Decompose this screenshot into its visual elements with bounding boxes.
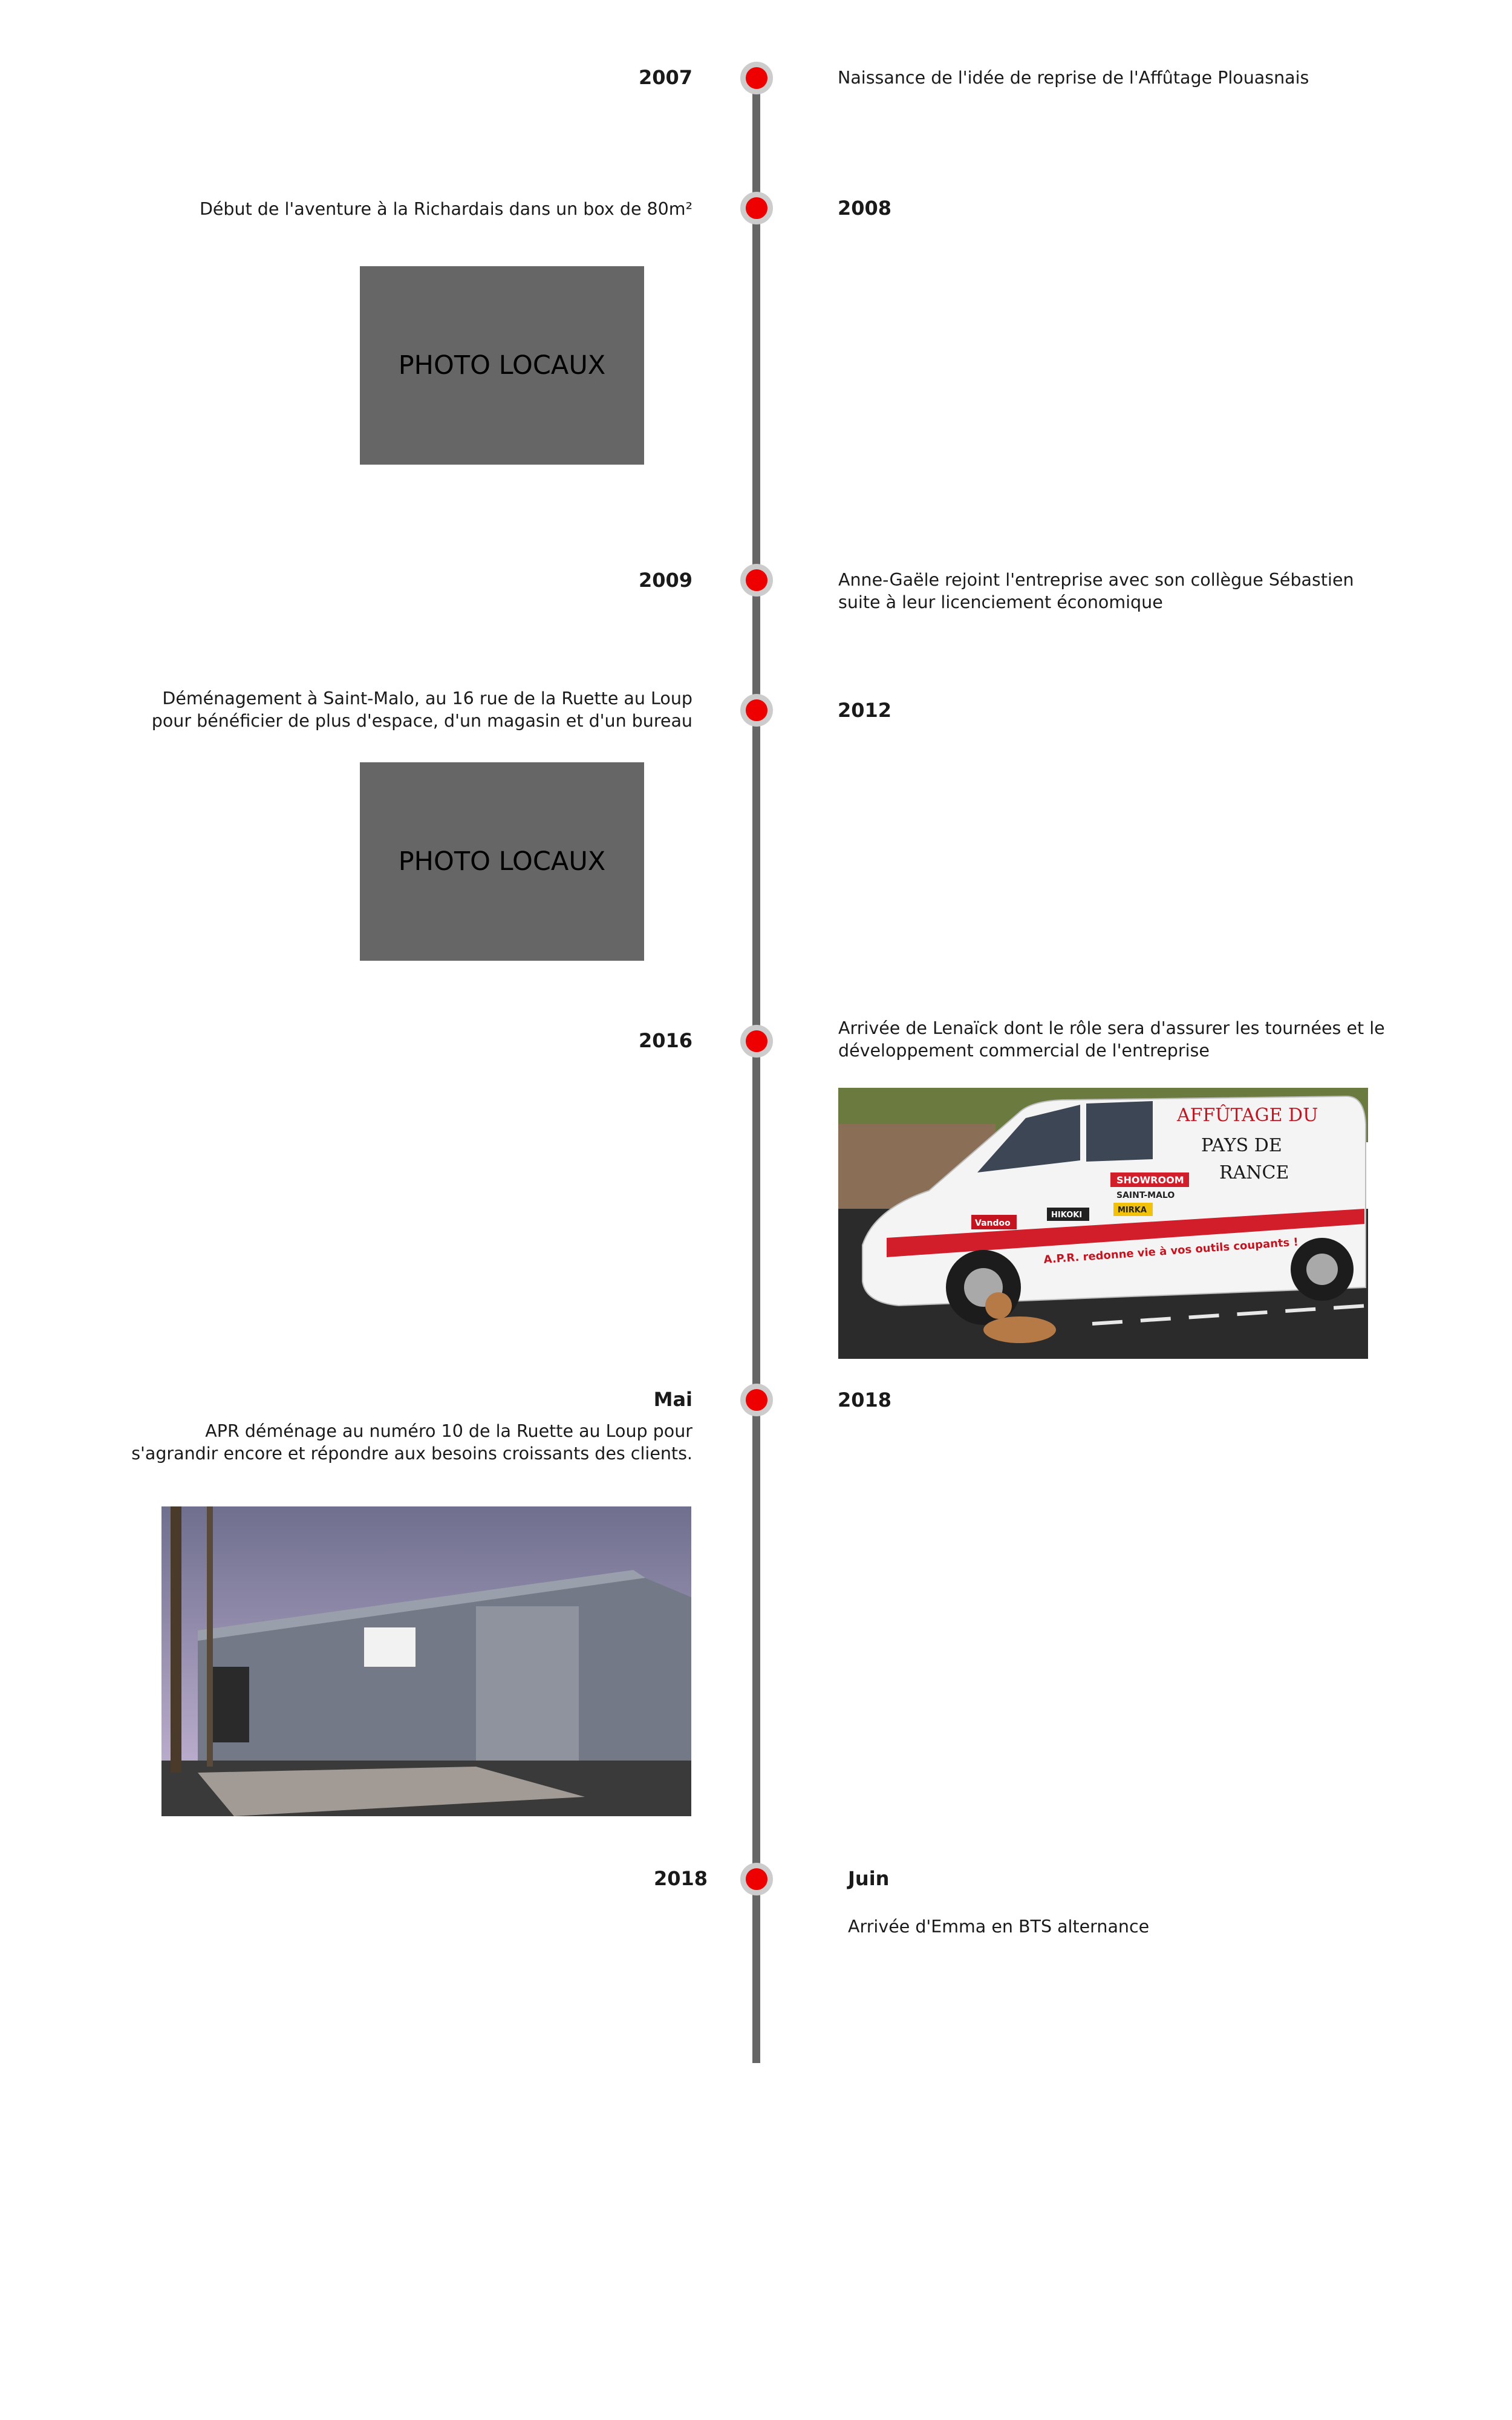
description-line: Arrivée de Lenaïck dont le rôle sera d'a… — [838, 1018, 1385, 1038]
van-photo: SHOWROOM SAINT-MALO AFFÛTAGE DU PAYS DE … — [838, 1088, 1368, 1359]
building-photo — [161, 1506, 691, 1816]
description-line: s'agrandir encore et répondre aux besoin… — [131, 1444, 692, 1463]
van-city-text: SAINT-MALO — [1116, 1191, 1175, 1200]
entry-description: Début de l'aventure à la Richardais dans… — [199, 199, 692, 219]
timeline-dot — [740, 564, 773, 597]
year-label: 2016 — [638, 1029, 692, 1052]
year-label: 2012 — [838, 699, 892, 722]
year-label: 2009 — [638, 569, 692, 592]
entry-description: Anne-Gaële rejoint l'entreprise avec son… — [838, 569, 1354, 613]
year-label: 2007 — [638, 66, 692, 89]
month-label: Juin — [848, 1867, 890, 1890]
year-label: 2018 — [838, 1388, 892, 1411]
description-line: développement commercial de l'entreprise — [838, 1041, 1210, 1061]
van-brand-line-1: AFFÛTAGE DU — [1176, 1104, 1318, 1126]
van-logo-mirka: MIRKA — [1118, 1206, 1147, 1215]
month-label: Mai — [653, 1388, 692, 1411]
van-logo-hikoki: HIKOKI — [1051, 1211, 1082, 1220]
timeline-dot — [740, 1384, 773, 1416]
van-logo-vandoo: Vandoo — [975, 1218, 1011, 1228]
entry-description: Arrivée de Lenaïck dont le rôle sera d'a… — [838, 1017, 1385, 1062]
entry-description: Arrivée d'Emma en BTS alternance — [848, 1917, 1150, 1937]
year-label: 2018 — [653, 1867, 708, 1890]
description-line: Déménagement à Saint-Malo, au 16 rue de … — [162, 688, 692, 708]
timeline-dot — [740, 1025, 773, 1058]
timeline-dot — [740, 1863, 773, 1895]
entry-description: Naissance de l'idée de reprise de l'Affû… — [838, 68, 1309, 88]
timeline-dot — [740, 62, 773, 94]
van-brand-line-2: PAYS DE — [1201, 1135, 1282, 1156]
description-line: suite à leur licenciement économique — [838, 592, 1163, 612]
van-brand-line-3: RANCE — [1219, 1162, 1289, 1183]
timeline-dot — [740, 192, 773, 224]
description-line: Anne-Gaële rejoint l'entreprise avec son… — [838, 570, 1354, 590]
van-showroom-text: SHOWROOM — [1116, 1174, 1184, 1186]
entry-description: Déménagement à Saint-Malo, au 16 rue de … — [152, 687, 692, 732]
entry-description: APR déménage au numéro 10 de la Ruette a… — [131, 1420, 692, 1465]
description-line: pour bénéficier de plus d'espace, d'un m… — [151, 711, 692, 731]
timeline-line — [752, 77, 760, 2063]
timeline-dot — [740, 694, 773, 727]
description-line: APR déménage au numéro 10 de la Ruette a… — [205, 1421, 692, 1441]
photo-placeholder: PHOTO LOCAUX — [360, 762, 644, 961]
year-label: 2008 — [838, 197, 892, 220]
photo-placeholder: PHOTO LOCAUX — [360, 266, 644, 465]
